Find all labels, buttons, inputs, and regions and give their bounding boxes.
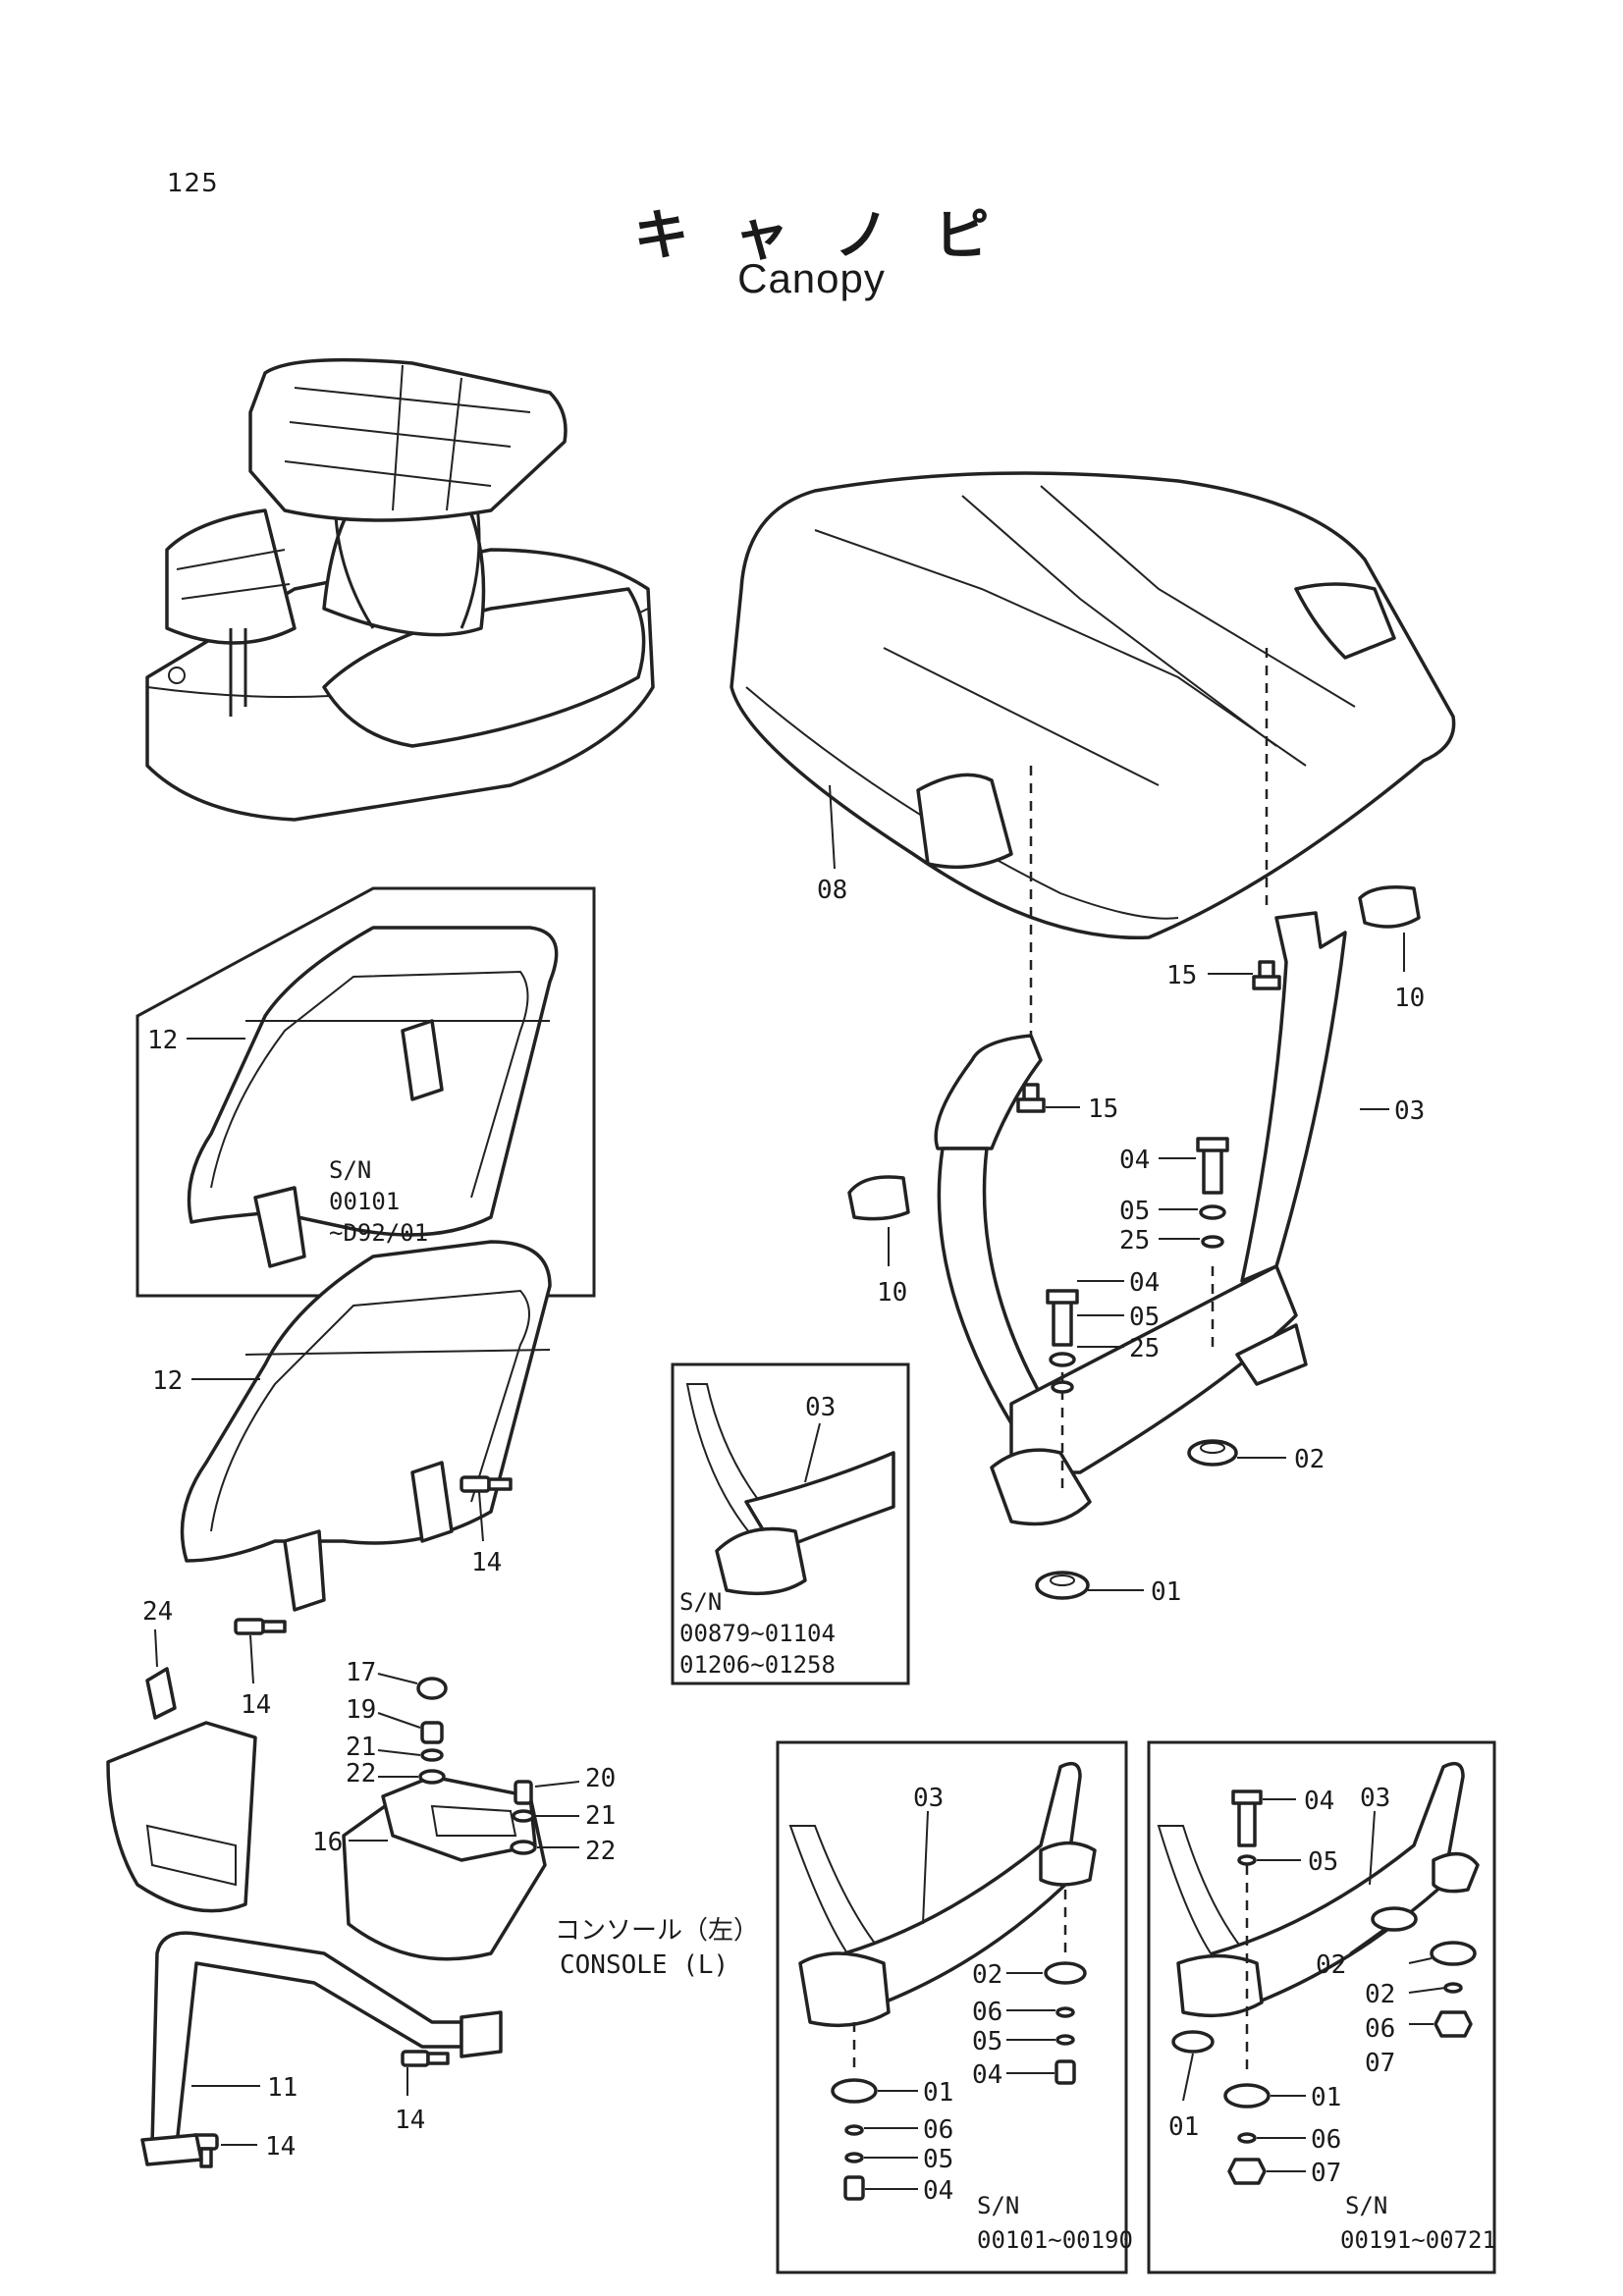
svg-text:04: 04 [972, 2060, 1002, 2090]
svg-text:15: 15 [1166, 961, 1197, 990]
svg-text:04: 04 [1304, 1787, 1334, 1816]
svg-text:14: 14 [471, 1548, 502, 1577]
inset-a-frame-variant: 03 S/N 00879~01104 01206~01258 [671, 1362, 910, 1685]
svg-text:25: 25 [1129, 1334, 1160, 1363]
svg-text:00879~01104: 00879~01104 [679, 1620, 836, 1647]
svg-text:07: 07 [1365, 2049, 1395, 2078]
svg-text:00101: 00101 [329, 1188, 400, 1215]
svg-text:22: 22 [585, 1837, 616, 1866]
guard-rail-11: 11 [140, 1931, 503, 2166]
svg-text:14: 14 [395, 2106, 425, 2135]
svg-text:19: 19 [346, 1695, 376, 1725]
canopy-frame-part-03: 03 [934, 911, 1425, 1526]
svg-text:17: 17 [346, 1658, 376, 1687]
svg-text:05: 05 [1129, 1303, 1160, 1332]
machine-overview-illustration [145, 357, 655, 822]
svg-text:01: 01 [1311, 2083, 1341, 2112]
svg-text:06: 06 [1311, 2125, 1341, 2155]
svg-text:S/N: S/N [977, 2192, 1019, 2219]
console-fastener-stack-right: 20 21 22 [510, 1764, 616, 1866]
callout-03: 03 [1394, 1096, 1425, 1126]
svg-text:11: 11 [267, 2073, 298, 2103]
console-label-jp: コンソール（左） [555, 1916, 759, 1946]
clip-24: 24 [142, 1597, 177, 1720]
svg-text:15: 15 [1088, 1095, 1118, 1124]
inset-b-mount-variant: 03 02 06 05 04 01 06 05 04 S/N 00101~001… [776, 1740, 1133, 2274]
cap-10-right [1358, 885, 1421, 929]
console-fastener-stack: 17 19 21 22 [346, 1658, 448, 1789]
title-english: Canopy [737, 255, 886, 301]
mount-rubber-02: 02 [1187, 1439, 1325, 1474]
svg-text:S/N: S/N [1345, 2192, 1387, 2219]
guard-12-lower: 12 [152, 1240, 552, 1612]
svg-text:01: 01 [923, 2078, 953, 2108]
bolt-14-c: 14 [395, 2050, 450, 2135]
svg-text:02: 02 [1294, 1445, 1325, 1474]
page-number: 125 [167, 169, 219, 198]
svg-text:04: 04 [1119, 1146, 1150, 1175]
svg-text:12: 12 [147, 1026, 178, 1055]
bolt-14-a: 14 [460, 1475, 513, 1577]
svg-text:21: 21 [585, 1801, 616, 1831]
svg-text:25: 25 [1119, 1226, 1150, 1255]
svg-text:06: 06 [1365, 2014, 1395, 2044]
guard-variant-box: 12 S/N 00101 ~D92/01 [135, 886, 596, 1298]
console-label-en: CONSOLE (L) [560, 1950, 729, 1980]
title-japanese: キャノピ [633, 204, 1035, 268]
svg-text:05: 05 [1308, 1847, 1338, 1877]
svg-text:05: 05 [1119, 1197, 1150, 1226]
svg-text:22: 22 [346, 1759, 376, 1789]
bolt-14-d: 14 [189, 2132, 296, 2168]
svg-text:16: 16 [312, 1828, 343, 1857]
cap-10-left [847, 1175, 910, 1221]
svg-text:05: 05 [972, 2027, 1002, 2056]
svg-text:06: 06 [923, 2115, 953, 2145]
svg-text:12: 12 [152, 1366, 183, 1396]
svg-text:~D92/01: ~D92/01 [329, 1219, 428, 1247]
bolt-stack-upper: 04 05 25 [1119, 1137, 1229, 1255]
floor-panel-left [106, 1721, 257, 1913]
mount-rubber-01: 01 [1035, 1571, 1181, 1607]
svg-text:01206~01258: 01206~01258 [679, 1651, 836, 1679]
callout-08: 08 [817, 876, 847, 905]
canopy-roof-part-08: 08 [730, 471, 1456, 1050]
svg-text:02: 02 [1316, 1950, 1346, 1980]
svg-text:02: 02 [972, 1960, 1002, 1990]
svg-text:01: 01 [1168, 2112, 1199, 2142]
svg-text:20: 20 [585, 1764, 616, 1793]
callout-10-left: 10 [877, 1278, 907, 1308]
svg-text:02: 02 [1365, 1980, 1395, 2009]
svg-text:24: 24 [142, 1597, 173, 1627]
bolt-15-lower: 15 [1016, 1083, 1118, 1124]
svg-text:04: 04 [923, 2176, 953, 2206]
svg-text:05: 05 [923, 2145, 953, 2174]
svg-text:S/N: S/N [679, 1588, 722, 1616]
svg-text:01: 01 [1151, 1577, 1181, 1607]
bolt-15-upper: 15 [1166, 960, 1281, 990]
bolt-stack-lower: 04 05 25 [1046, 1268, 1160, 1394]
svg-text:03: 03 [1360, 1784, 1390, 1813]
svg-text:04: 04 [1129, 1268, 1160, 1298]
svg-text:21: 21 [346, 1733, 376, 1762]
svg-text:14: 14 [265, 2132, 296, 2162]
svg-text:00191~00721: 00191~00721 [1340, 2226, 1496, 2254]
bolt-14-b: 14 [234, 1618, 287, 1720]
svg-text:00101~00190: 00101~00190 [977, 2226, 1133, 2254]
svg-text:14: 14 [241, 1690, 271, 1720]
inset-c-mount-variant: 03 04 05 02 02 06 07 01 01 06 07 S/N 001… [1147, 1740, 1496, 2274]
console-left-16: 16 コンソール（左） CONSOLE (L) [312, 1775, 759, 1980]
svg-text:07: 07 [1311, 2159, 1341, 2188]
svg-text:S/N: S/N [329, 1156, 371, 1184]
svg-text:03: 03 [913, 1784, 944, 1813]
svg-text:06: 06 [972, 1998, 1002, 2027]
callout-10-right: 10 [1394, 984, 1425, 1013]
svg-text:03: 03 [805, 1393, 836, 1422]
